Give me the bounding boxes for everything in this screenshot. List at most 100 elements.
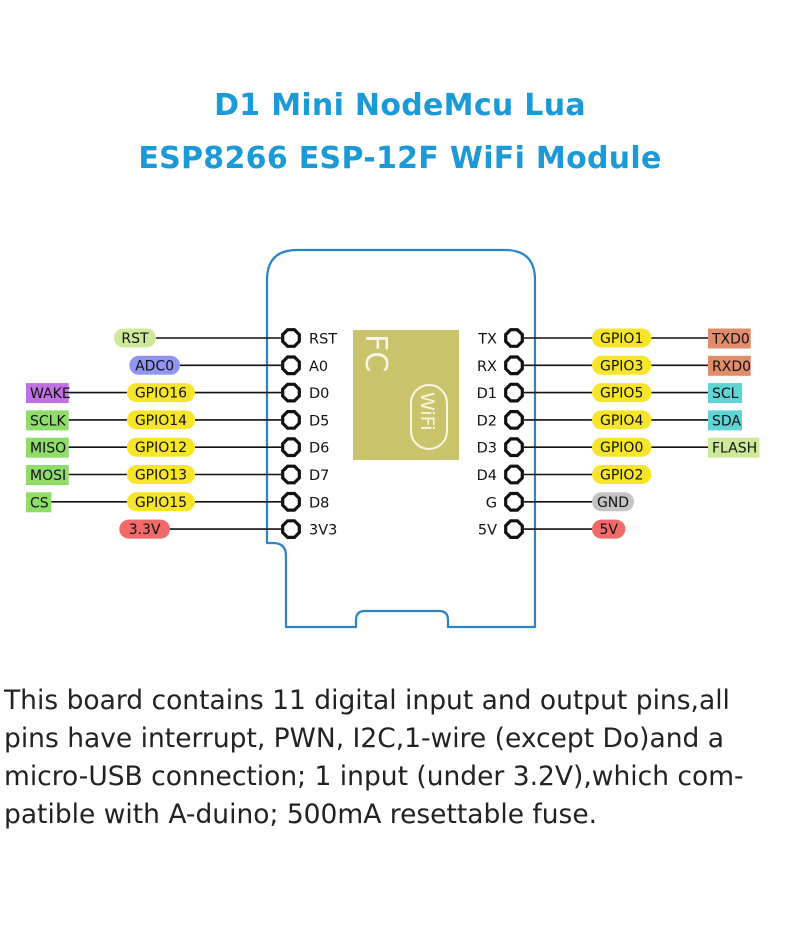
left-function-sclk-label: SCLK: [30, 413, 66, 429]
left-function-miso-label: MISO: [30, 441, 66, 457]
pin-label-d4: D4: [477, 468, 497, 484]
right-signal-gpio5-bg: [592, 383, 652, 403]
right-signal-5v-label: 5V: [599, 522, 618, 538]
left-signal-rst-bg: [113, 328, 156, 348]
right-signal-gpio2-label: GPIO2: [600, 468, 643, 484]
right-signal-gnd-bg: [592, 492, 635, 512]
esp-chip: [353, 330, 459, 460]
pin-pad-d0: [281, 382, 301, 403]
pin-pad-tx: [504, 328, 524, 348]
pin-label-a0: A0: [309, 359, 328, 375]
right-signal-gpio1: GPIO1: [592, 328, 652, 348]
left-function-mosi-bg: [26, 465, 69, 485]
left-function-sclk: SCLK: [26, 410, 69, 431]
right-function-sda: SDA: [708, 410, 743, 431]
pin-pad-rx: [504, 355, 524, 376]
right-signal-gpio0-label: GPIO0: [600, 440, 643, 456]
right-signal-gpio0: GPIO0: [592, 437, 652, 457]
left-signal-gpio14-bg: [126, 410, 195, 430]
right-function-flash: FLASH: [708, 437, 760, 458]
pin-pad-d5: [281, 410, 301, 430]
pin-pad-d2: [504, 410, 524, 430]
left-signal-gpio16: GPIO16: [126, 383, 195, 403]
left-function-cs: CS: [26, 492, 52, 513]
pin-pad-d4: [504, 464, 524, 485]
left-function-mosi: MOSI: [26, 465, 69, 485]
left-signal-adc0-label: ADC0: [135, 358, 174, 374]
left-function-sclk-bg: [26, 410, 69, 431]
left-signal-gpio14: GPIO14: [126, 410, 195, 430]
left-signal-adc0-bg: [129, 355, 180, 375]
right-signal-gpio4-bg: [592, 410, 652, 430]
right-function-scl-label: SCL: [712, 386, 739, 402]
pin-pad-d6: [281, 437, 301, 458]
left-function-cs-bg: [26, 492, 52, 513]
pin-label-tx: TX: [477, 332, 497, 348]
pin-label-rx: RX: [477, 359, 497, 375]
wifi-label: WiFi: [416, 392, 438, 430]
right-function-scl: SCL: [708, 383, 743, 404]
right-signal-gnd-label: GND: [597, 495, 629, 511]
right-signal-gpio3-bg: [592, 355, 652, 375]
right-signal-5v: 5V: [592, 519, 626, 539]
right-signal-gpio2: GPIO2: [592, 465, 652, 484]
pin-label-3v3: 3V3: [309, 523, 337, 539]
left-function-mosi-label: MOSI: [30, 468, 66, 484]
left-signal-gpio12: GPIO12: [126, 437, 195, 457]
left-signal-gpio15: GPIO15: [126, 492, 195, 512]
pin-label-d8: D8: [309, 495, 329, 511]
right-signal-gnd: GND: [592, 492, 635, 512]
pin-pad-g: [504, 491, 524, 512]
right-function-txd0-bg: [708, 328, 751, 349]
left-signal-gpio13: GPIO13: [126, 465, 195, 484]
left-signal-33v-bg: [119, 519, 170, 539]
board-outline: [265, 248, 537, 629]
right-signal-gpio5-label: GPIO5: [600, 386, 643, 402]
left-function-wake: WAKE: [26, 383, 71, 404]
description-line: micro-USB connection; 1 input (under 3.2…: [4, 761, 744, 792]
left-function-wake-bg: [26, 383, 69, 404]
right-function-rxd0-label: RXD0: [712, 359, 751, 375]
left-signal-gpio13-label: GPIO13: [135, 468, 187, 484]
right-function-rxd0: RXD0: [708, 355, 751, 376]
description-line: This board contains 11 digital input and…: [4, 685, 730, 716]
pin-pad-3v3: [281, 519, 301, 540]
right-signal-5v-bg: [592, 519, 626, 539]
left-signal-rst: RST: [113, 328, 156, 348]
right-function-flash-label: FLASH: [712, 441, 757, 457]
left-signal-gpio15-bg: [126, 492, 195, 512]
right-signal-gpio3: GPIO3: [592, 355, 652, 375]
title-line-1: D1 Mini NodeMcu Lua: [214, 88, 586, 123]
pin-label-d5: D5: [309, 413, 329, 429]
pin-pad-5v: [504, 519, 524, 540]
right-function-scl-bg: [708, 383, 743, 404]
chip-label-fc: FC: [358, 334, 393, 372]
pin-label-d3: D3: [477, 441, 497, 457]
wifi-badge: WiFi: [410, 384, 448, 450]
description-line: pins have interrupt, PWN, I2C,1-wire (ex…: [4, 723, 725, 754]
right-signal-gpio5: GPIO5: [592, 383, 652, 403]
left-signal-adc0: ADC0: [129, 355, 180, 375]
pin-pad-d1: [504, 382, 524, 403]
left-function-miso: MISO: [26, 437, 69, 458]
right-signal-gpio4: GPIO4: [592, 410, 652, 430]
pin-label-d7: D7: [309, 468, 329, 484]
left-function-miso-bg: [26, 437, 69, 458]
left-signal-gpio12-label: GPIO12: [135, 440, 187, 456]
pin-pad-a0: [281, 355, 301, 376]
left-signal-gpio15-label: GPIO15: [135, 495, 187, 511]
pin-pad-d7: [281, 464, 301, 485]
pin-label-d1: D1: [477, 386, 497, 402]
left-signal-33v: 3.3V: [119, 519, 170, 539]
pin-label-g: G: [486, 495, 497, 511]
title-line-2: ESP8266 ESP-12F WiFi Module: [138, 141, 662, 176]
pin-pad-d3: [504, 437, 524, 458]
right-function-sda-bg: [708, 410, 743, 431]
left-function-wake-label: WAKE: [30, 386, 71, 402]
pin-pad-d8: [281, 491, 301, 512]
pin-pad-rst: [281, 328, 301, 348]
description-line: patible with A-duino; 500mA resettable f…: [4, 799, 598, 830]
right-signal-gpio1-label: GPIO1: [600, 331, 643, 347]
pin-label-5v: 5V: [478, 523, 497, 539]
